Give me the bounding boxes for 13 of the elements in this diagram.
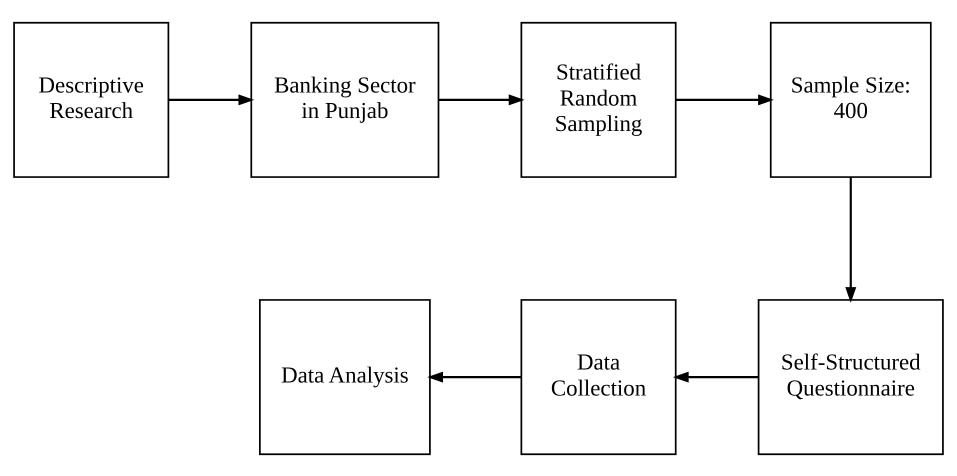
arrow	[845, 176, 856, 302]
node-box: Stratified Random Sampling	[520, 21, 677, 178]
arrow	[427, 371, 522, 382]
node-box: Banking Sector in Punjab	[250, 21, 440, 178]
node-box: Data Collection	[520, 298, 677, 455]
node-box: Descriptive Research	[13, 21, 170, 178]
arrow	[168, 94, 254, 105]
arrow	[672, 371, 758, 382]
node-box: Self-Structured Questionnaire	[758, 298, 944, 455]
arrow	[438, 94, 524, 105]
arrow	[676, 94, 774, 105]
node-box: Sample Size: 400	[770, 21, 932, 178]
node-box: Data Analysis	[259, 298, 431, 455]
